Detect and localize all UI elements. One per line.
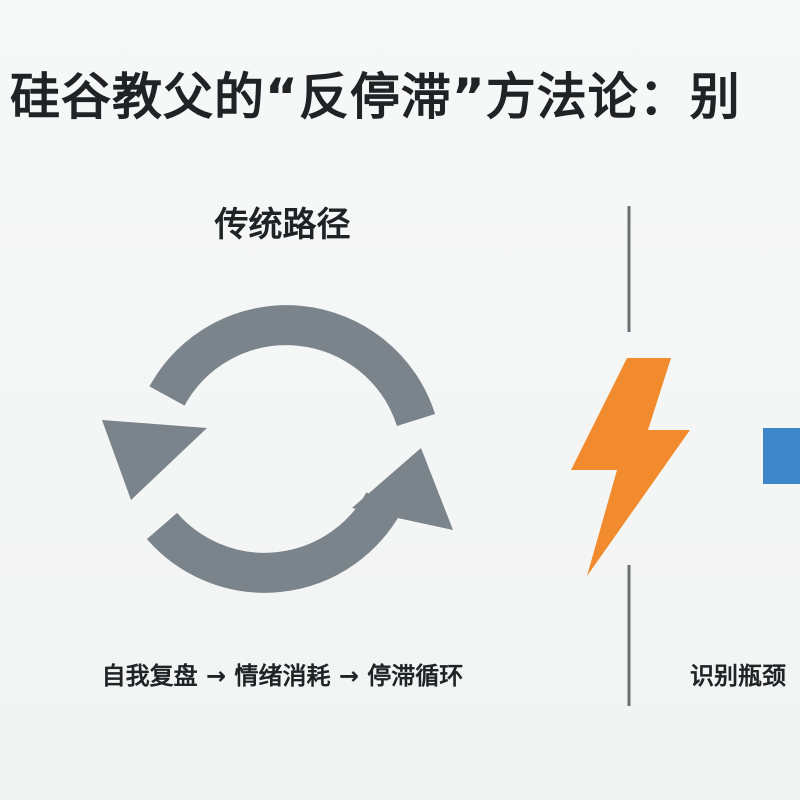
lightning-bolt-icon <box>571 358 690 576</box>
traditional-path-heading: 传统路径 <box>214 205 351 245</box>
right-panel-caption: 识别瓶颈 <box>690 662 786 690</box>
cycle-arrowhead-left <box>102 420 207 500</box>
cycle-arrowhead-right <box>352 448 453 530</box>
page-title: 硅谷教父的“反停滞”方法论：别 <box>10 68 741 126</box>
cycle-arc-top <box>149 305 436 427</box>
traditional-path-caption: 自我复盘 → 情绪消耗 → 停滞循环 <box>101 662 464 690</box>
right-panel-accent-block <box>763 428 800 484</box>
refresh-cycle-icon <box>102 305 453 593</box>
cycle-arc-bottom <box>146 492 402 593</box>
